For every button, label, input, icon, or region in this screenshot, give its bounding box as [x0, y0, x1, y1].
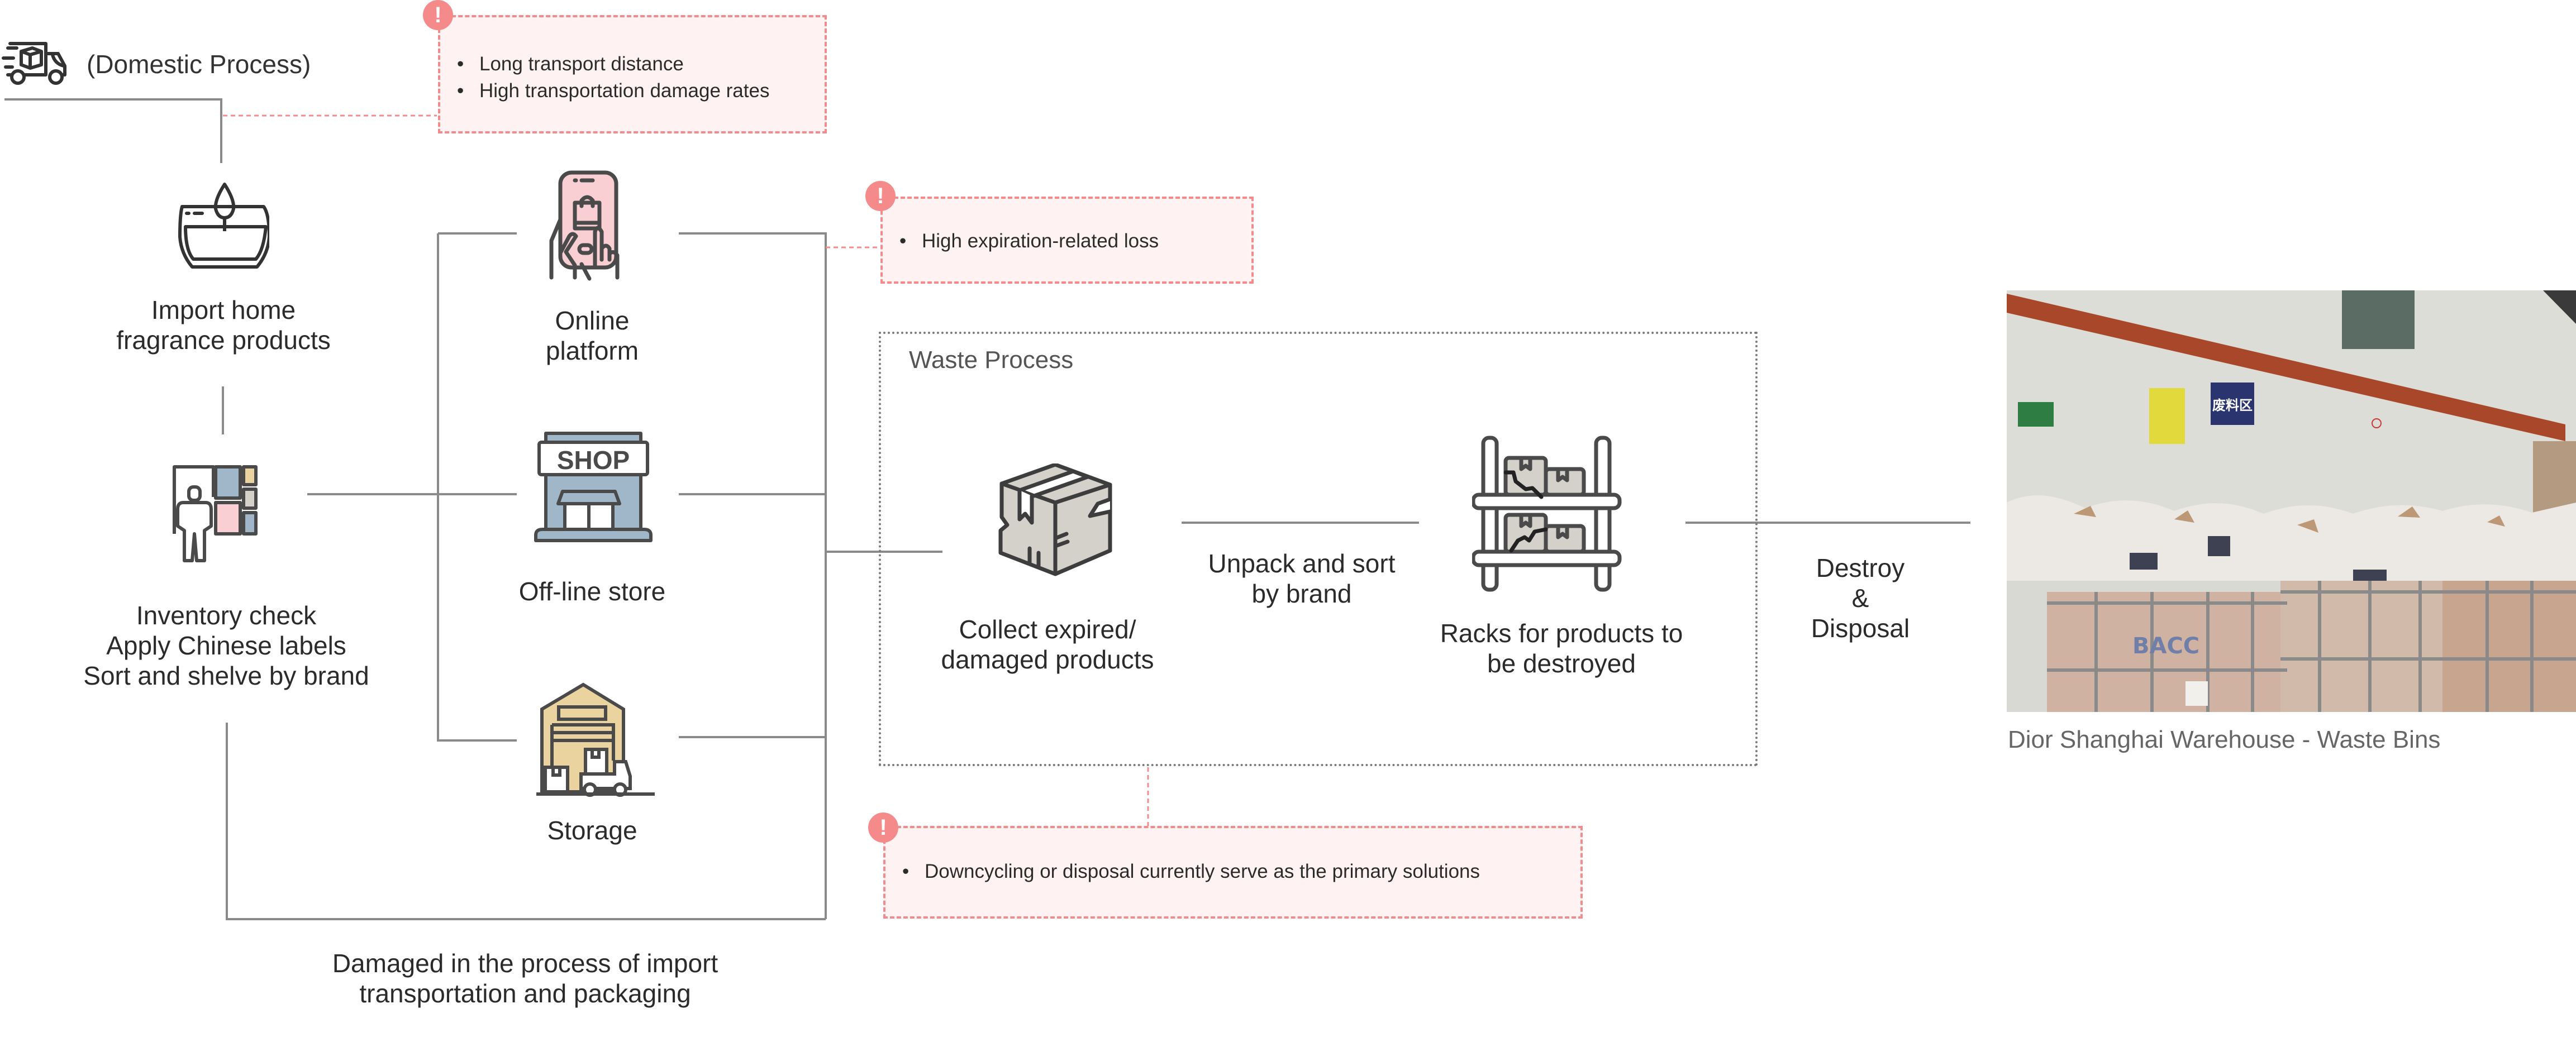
warning-badge-icon: !: [423, 0, 453, 30]
node-offline-label: Off-line store: [518, 577, 666, 606]
warehouse-waste-bins-photo: 废料区 BACC: [2007, 290, 2576, 712]
warning-item: Downcycling or disposal currently serve …: [902, 858, 1580, 885]
waste-process-title: Waste Process: [909, 346, 1074, 374]
warning-item: High transportation damage rates: [457, 78, 825, 104]
edge-destroy-label: Destroy&Disposal: [1811, 553, 1910, 643]
photo-sign-text: 废料区: [2212, 398, 2253, 413]
shop-icon: SHOP: [534, 431, 654, 546]
racks-icon: [1471, 436, 1623, 592]
warning-item: Long transport distance: [457, 51, 825, 78]
connector-domestic-to-import: [4, 98, 222, 163]
warning-badge-icon: !: [865, 181, 896, 211]
delivery-truck-icon: [1, 36, 68, 86]
node-storage-label: Storage: [547, 816, 637, 845]
connector-online-right: [679, 232, 827, 919]
inventory-person-shelves-icon: [168, 465, 279, 576]
photo-bin-text: BACC: [2132, 633, 2199, 659]
photo-caption: Dior Shanghai Warehouse - Waste Bins: [2008, 726, 2441, 753]
phone-shopping-icon: [539, 170, 651, 282]
warning-box-expiration: High expiration-related loss: [880, 197, 1254, 284]
candle-icon: [174, 181, 271, 270]
shop-sign-text: SHOP: [557, 446, 630, 475]
node-collect-label: Collect expired/damaged products: [941, 615, 1154, 674]
connector-branch-left: [437, 232, 517, 742]
warehouse-icon: [536, 682, 656, 800]
warning-item: High expiration-related loss: [899, 228, 1251, 255]
warning-box-transport: Long transport distance High transportat…: [438, 15, 827, 133]
warning-box-downcycling: Downcycling or disposal currently serve …: [883, 826, 1583, 919]
domestic-process-label: (Domestic Process): [87, 50, 311, 79]
connector-inventory-bottom: [226, 723, 826, 920]
warning-badge-icon: !: [868, 812, 898, 843]
waste-process-frame: Waste Process: [879, 332, 1758, 766]
damaged-box-icon: [997, 462, 1117, 584]
